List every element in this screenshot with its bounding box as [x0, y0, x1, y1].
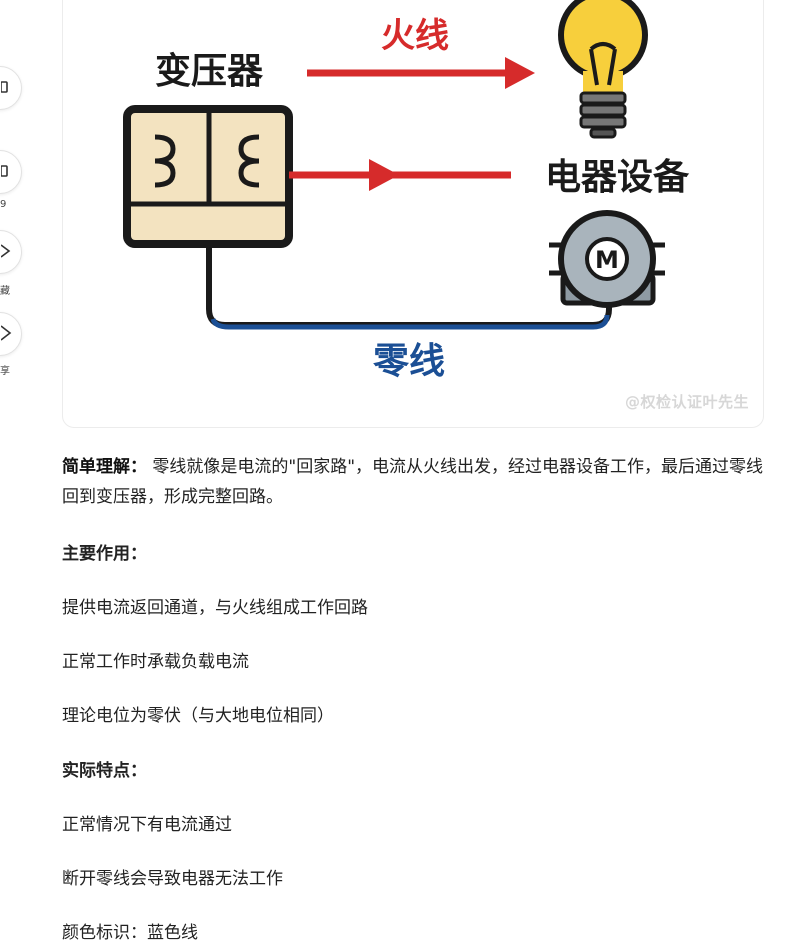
motor-symbol: M: [595, 246, 619, 274]
main-heading: 主要作用：: [62, 544, 147, 564]
star-icon: [1, 244, 11, 258]
comment-button[interactable]: [0, 150, 22, 194]
neutral-wire-path: [206, 247, 612, 330]
summary-label: 简单理解：: [62, 457, 147, 477]
summary-paragraph: 简单理解： 零线就像是电流的"回家路"，电流从火线出发，经过电器设备工作，最后通…: [62, 452, 768, 512]
feature-item: 颜色标识：蓝色线: [62, 923, 198, 943]
main-item: 正常工作时承载负载电流: [62, 652, 249, 672]
share-button[interactable]: [0, 312, 22, 356]
main-item: 提供电流返回通道，与火线组成工作回路: [62, 598, 368, 618]
light-bulb-icon: [558, 0, 648, 139]
favorite-button[interactable]: [0, 230, 22, 274]
neutral-wire-label: 零线: [373, 341, 445, 382]
live-wire-arrow-to-appliance: [289, 159, 511, 191]
transformer-label: 变压器: [155, 50, 264, 92]
appliance-label: 电器设备: [545, 157, 690, 198]
like-button[interactable]: [0, 66, 22, 110]
main-item: 理论电位为零伏（与大地电位相同）: [62, 706, 334, 726]
feature-heading: 实际特点：: [62, 761, 147, 781]
feature-item: 正常情况下有电流通过: [62, 815, 232, 835]
watermark: @权检认证叶先生: [624, 393, 749, 411]
thumb-up-icon: [1, 81, 8, 93]
motor-icon: M: [549, 210, 665, 308]
action-rail: 9 藏 享: [0, 0, 30, 420]
share-icon: [1, 325, 12, 341]
neutral-wire-diagram: 变压器 火线 电器设备: [123, 0, 690, 382]
rail-count: 9: [0, 199, 7, 210]
live-wire-arrow: [307, 57, 535, 89]
live-wire-label: 火线: [381, 16, 449, 56]
diagram-image[interactable]: 变压器 火线 电器设备: [62, 0, 764, 428]
transformer-icon: [123, 105, 293, 248]
share-label: 享: [0, 366, 10, 377]
summary-text: 零线就像是电流的"回家路"，电流从火线出发，经过电器设备工作，最后通过零线回到变…: [62, 457, 764, 507]
favorite-label: 藏: [0, 286, 10, 297]
feature-item: 断开零线会导致电器无法工作: [62, 869, 283, 889]
thumb-down-icon: [1, 165, 8, 177]
